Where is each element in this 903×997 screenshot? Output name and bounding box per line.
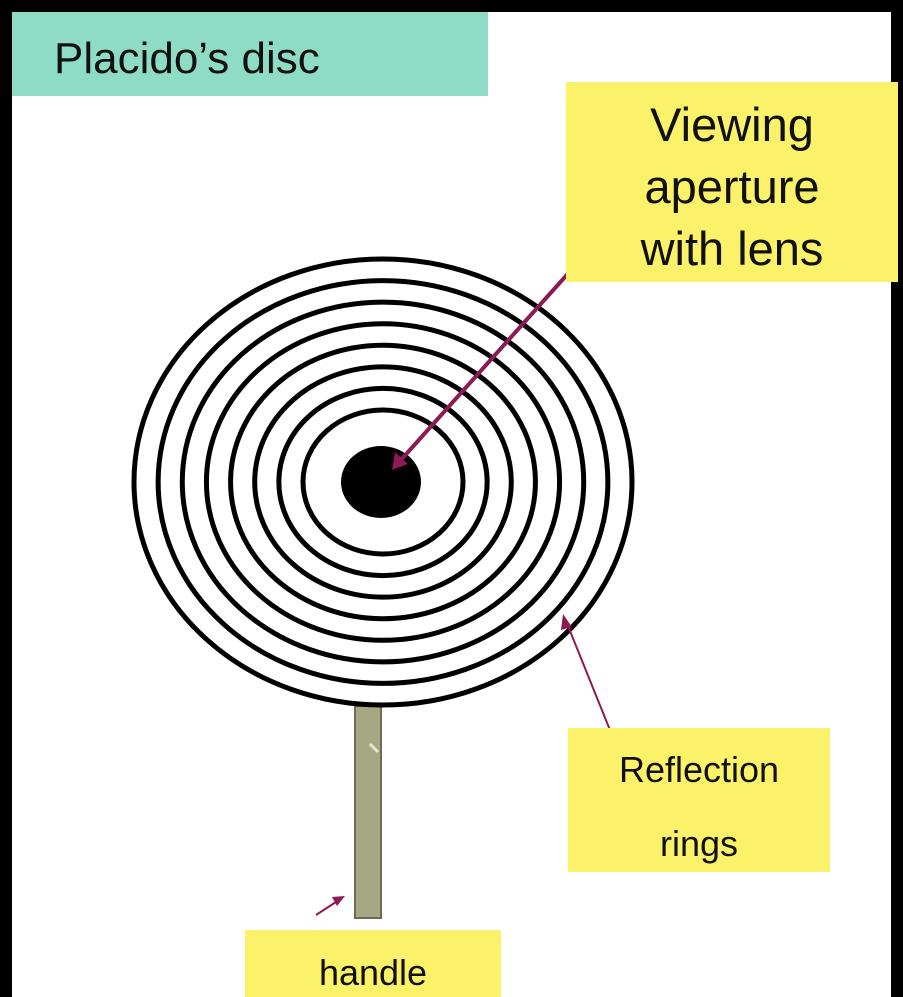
rings-arrow-line: [567, 625, 615, 741]
reflection-ring: [276, 385, 490, 579]
reflection-ring: [155, 278, 611, 686]
reflection-ring: [252, 364, 514, 600]
aperture-arrowhead: [392, 452, 408, 470]
handle-arrowhead: [332, 896, 345, 906]
handle-label: handle: [245, 930, 501, 997]
viewing-aperture-label-line-1: Viewing: [650, 98, 814, 151]
handle-shaft: [354, 705, 382, 919]
handle-highlight: [368, 742, 380, 754]
reflection-rings-label: Reflection rings: [568, 728, 830, 872]
reflection-rings-label-line-1: Reflection: [618, 749, 780, 790]
viewing-aperture: [341, 446, 421, 518]
reflection-rings-label-line-2: rings: [659, 823, 739, 864]
reflection-ring: [228, 342, 538, 622]
reflection-ring: [300, 407, 466, 557]
viewing-aperture-label-line-3: with lens: [640, 222, 824, 275]
reflection-ring: [179, 299, 587, 665]
viewing-aperture-label: Viewing aperture with lens: [566, 82, 898, 282]
reflection-rings: [131, 256, 635, 708]
reflection-ring: [203, 321, 563, 643]
handle-arrow-line: [315, 901, 337, 916]
rings-arrowhead: [561, 614, 572, 630]
reflection-ring: [131, 256, 635, 708]
viewing-aperture-label-line-2: aperture: [644, 160, 820, 213]
aperture-arrow-line: [398, 256, 584, 463]
diagram-title: Placido’s disc: [12, 12, 488, 96]
